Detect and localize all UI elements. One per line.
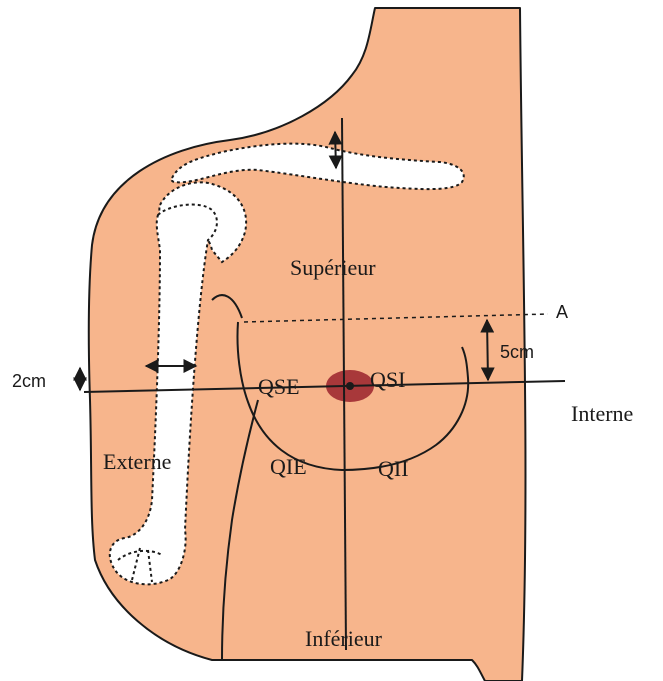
label-qie: QIE (270, 454, 307, 479)
clavicle-distance-arrow (335, 132, 336, 168)
five-cm-arrow (487, 320, 488, 380)
label-5cm: 5cm (500, 342, 534, 362)
label-superieur: Supérieur (290, 255, 376, 280)
label-inferieur: Inférieur (305, 626, 383, 651)
label-qsi: QSI (370, 367, 405, 392)
label-qse: QSE (258, 374, 300, 399)
label-externe: Externe (103, 449, 171, 474)
axis-center-dot (346, 382, 354, 390)
label-interne: Interne (571, 401, 633, 426)
label-2cm: 2cm (12, 371, 46, 391)
label-qii: QII (378, 456, 409, 481)
label-a: A (556, 302, 568, 322)
